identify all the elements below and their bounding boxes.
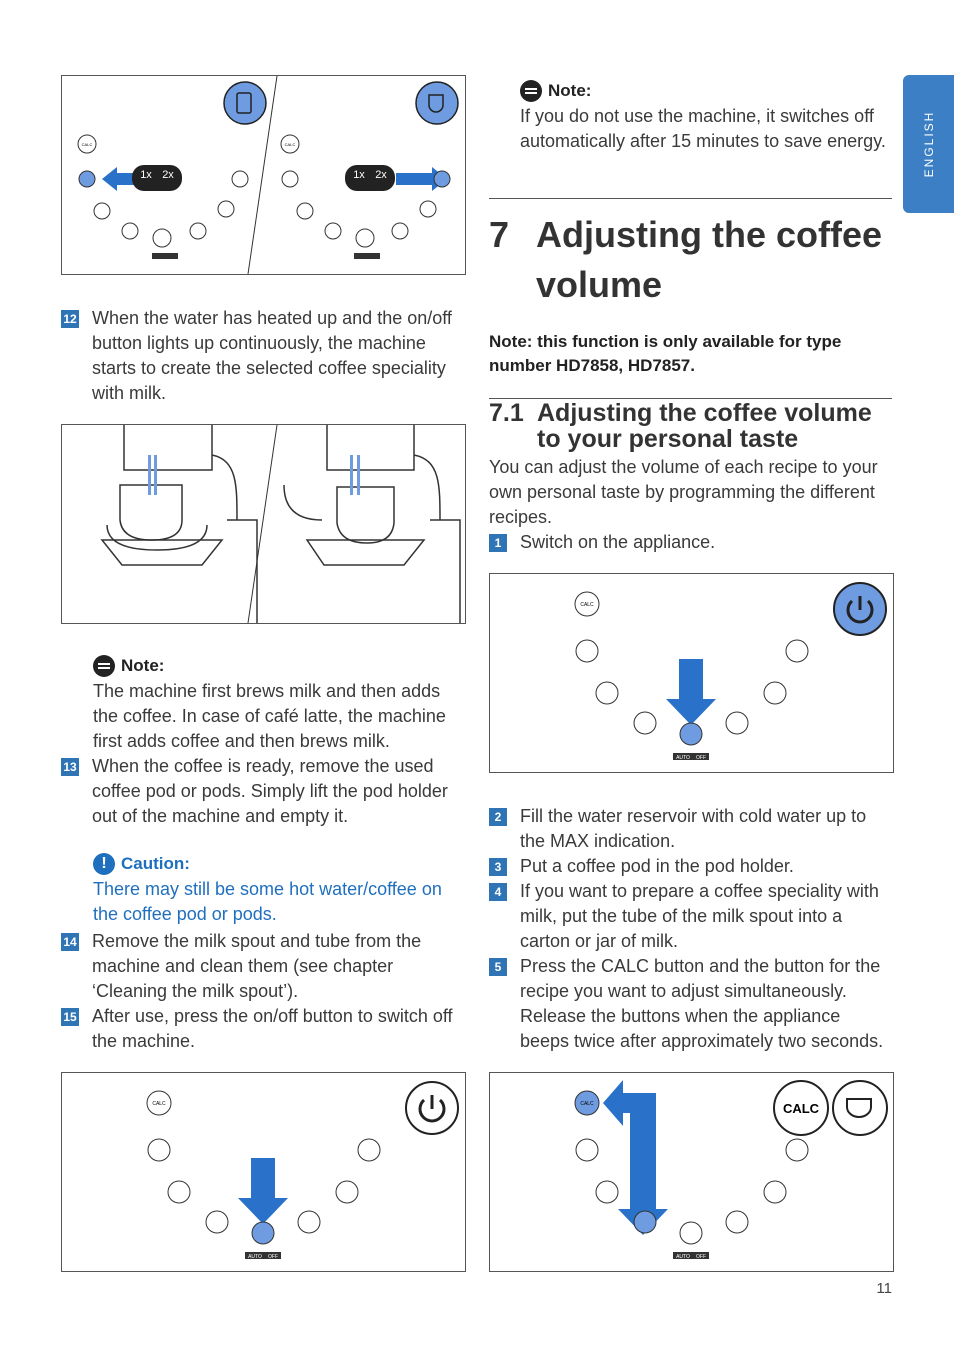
step-text: Remove the milk spout and tube from the … [92, 931, 422, 1001]
language-tab-label: ENGLISH [921, 110, 936, 178]
calc-label-d: CALC [580, 602, 594, 608]
step-5: 5 Press the CALC button and the button f… [489, 954, 892, 1054]
step-14: 14 Remove the milk spout and tube from t… [61, 929, 461, 1004]
exclamation-icon: ! [93, 853, 115, 875]
caution-hot-water: ! Caution: There may still be some hot w… [93, 853, 465, 927]
calc-label-e: CALC [580, 1101, 594, 1107]
control-panel-figure-power-off: CALC AUTO OFF [61, 1072, 466, 1272]
note-icon [93, 655, 115, 677]
chapter-note: Note: this function is only available fo… [489, 332, 842, 375]
control-panel-calc-recipe-illustration: CALC CALC AUTO OFF [574, 1080, 888, 1260]
control-panel-illustration: CALC 1x 2x CALC 1x 2x [77, 76, 459, 274]
note-auto-off: Note: If you do not use the machine, it … [520, 80, 892, 154]
control-panel-switch-on-illustration: CALC AUTO OFF [574, 582, 887, 761]
note-heading: Note: [121, 656, 165, 675]
step-number: 1 [489, 534, 507, 552]
step-number: 14 [61, 933, 79, 951]
section-title: Adjusting the coffee volume to your pers… [537, 399, 872, 453]
chapter-heading: 7 Adjusting the coffee volume [489, 210, 886, 310]
section-intro: You can adjust the volume of each recipe… [489, 457, 878, 527]
step-text: Fill the water reservoir with cold water… [520, 806, 867, 851]
control-panel-figure-1x2x: CALC 1x 2x CALC 1x 2x [61, 75, 466, 275]
step-text: If you want to prepare a coffee speciali… [520, 881, 879, 951]
control-panel-figure-switch-on: CALC AUTO OFF [489, 573, 894, 773]
section-heading: 7.1 Adjusting the coffee volume to your … [489, 400, 897, 452]
step-text: When the water has heated up and the on/… [92, 308, 452, 403]
note-heading: Note: [548, 81, 592, 100]
step-13: 13 When the coffee is ready, remove the … [61, 754, 461, 829]
svg-text:AUTO: AUTO [676, 755, 690, 761]
section-divider [489, 398, 892, 399]
step-number: 4 [489, 883, 507, 901]
svg-text:OFF: OFF [696, 1254, 706, 1260]
svg-text:OFF: OFF [268, 1254, 278, 1260]
chapter-divider [489, 198, 892, 199]
step-number: 12 [61, 310, 79, 328]
control-panel-power-off-illustration: CALC AUTO OFF [146, 1081, 459, 1260]
step-number: 13 [61, 758, 79, 776]
page-number: 11 [876, 1280, 892, 1297]
svg-text:2x: 2x [375, 169, 387, 181]
step-1: 1 Switch on the appliance. [489, 530, 892, 555]
step-text: When the coffee is ready, remove the use… [92, 756, 448, 826]
control-panel-figure-calc-recipe: CALC CALC AUTO OFF [489, 1072, 894, 1272]
svg-text:1x: 1x [140, 169, 152, 181]
caution-text: There may still be some hot water/coffee… [93, 879, 442, 924]
step-3: 3 Put a coffee pod in the pod holder. [489, 854, 892, 879]
svg-text:1x: 1x [353, 169, 365, 181]
chapter-number: 7 [489, 214, 510, 255]
calc-label-b: CALC [285, 142, 296, 147]
section-number: 7.1 [489, 399, 524, 427]
step-number: 15 [61, 1008, 79, 1026]
svg-text:OFF: OFF [696, 755, 706, 761]
note-text: If you do not use the machine, it switch… [520, 106, 886, 151]
step-text: Switch on the appliance. [520, 532, 716, 552]
brewing-illustration [100, 425, 461, 623]
language-tab: ENGLISH [903, 75, 954, 213]
step-text: Put a coffee pod in the pod holder. [520, 856, 794, 876]
calc-label-large: CALC [783, 1101, 820, 1116]
calc-label-a: CALC [82, 142, 93, 147]
step-12: 12 When the water has heated up and the … [61, 306, 461, 406]
step-number: 2 [489, 808, 507, 826]
note-icon [520, 80, 542, 102]
step-2: 2 Fill the water reservoir with cold wat… [489, 804, 892, 854]
svg-text:2x: 2x [162, 169, 174, 181]
caution-heading: Caution: [121, 854, 190, 873]
step-4: 4 If you want to prepare a coffee specia… [489, 879, 892, 954]
step-15: 15 After use, press the on/off button to… [61, 1004, 461, 1054]
svg-text:AUTO: AUTO [676, 1254, 690, 1260]
svg-text:AUTO: AUTO [248, 1254, 262, 1260]
chapter-title: Adjusting the coffee volume [536, 214, 883, 305]
step-text: After use, press the on/off button to sw… [92, 1006, 453, 1051]
step-number: 5 [489, 958, 507, 976]
calc-label-c: CALC [152, 1101, 166, 1107]
step-text: Press the CALC button and the button for… [520, 956, 884, 1051]
step-number: 3 [489, 858, 507, 876]
note-milk-first: Note: The machine first brews milk and t… [93, 655, 461, 754]
note-text: The machine first brews milk and then ad… [93, 681, 446, 751]
brewing-illustration-figure [61, 424, 466, 624]
